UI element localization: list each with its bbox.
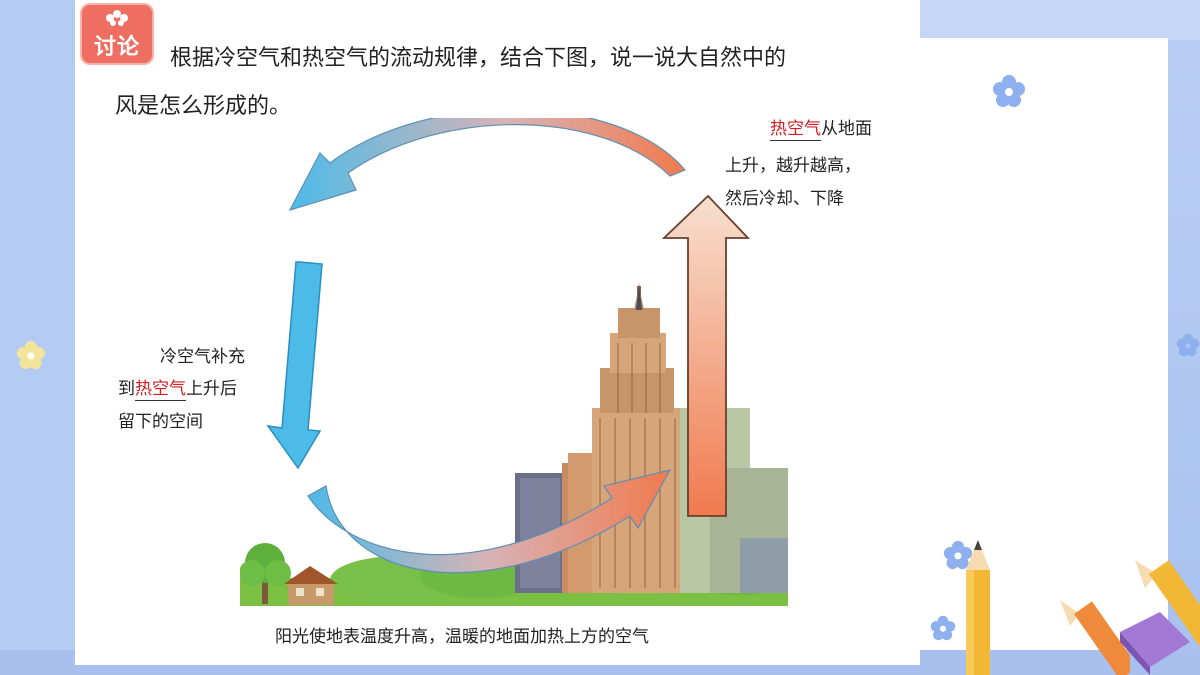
hot-air-up-arrow — [661, 194, 751, 517]
cold-air-down-arrow — [266, 261, 323, 470]
tree — [240, 543, 291, 604]
right-label-line-1-rest: 从地面 — [821, 119, 872, 139]
left-label-line-2-rest: 上升后 — [186, 379, 237, 399]
flower-icon — [1176, 333, 1200, 357]
left-label-line-2: 到热空气上升后 — [118, 374, 237, 401]
eraser-icon — [1120, 612, 1190, 675]
pencil-icon — [966, 540, 990, 675]
pencil-icon — [1060, 600, 1130, 675]
bottom-curved-arrow — [307, 469, 672, 574]
hot-air-highlight: 热空气 — [770, 119, 821, 141]
diagram-caption: 阳光使地表温度升高，温暖的地面加热上方的空气 — [275, 627, 649, 647]
house — [284, 566, 338, 605]
left-decor-strip — [0, 0, 75, 675]
right-label-line-3: 然后冷却、下降 — [725, 189, 844, 209]
flower-icon — [106, 10, 128, 26]
right-label-line-2: 上升，越升越高， — [725, 156, 861, 176]
discussion-badge: 讨论 — [80, 3, 154, 65]
right-label-line-1: 热空气从地面 — [770, 114, 872, 141]
flower-icon — [943, 540, 973, 570]
question-line-1: 根据冷空气和热空气的流动规律，结合下图，说一说大自然中的 — [170, 46, 787, 71]
question-line-2: 风是怎么形成的。 — [115, 94, 292, 119]
left-label-line-3: 留下的空间 — [118, 412, 203, 432]
badge-label: 讨论 — [93, 35, 140, 60]
flower-icon — [930, 615, 956, 641]
right-top-decor — [920, 0, 1200, 40]
left-label-line-1: 冷空气补充 — [160, 347, 245, 367]
pencil-icon — [1135, 560, 1200, 648]
flower-icon — [16, 340, 46, 370]
convection-diagram — [240, 118, 788, 606]
top-curved-arrow — [288, 118, 686, 211]
hot-air-highlight: 热空气 — [135, 379, 186, 401]
left-label-line-2-prefix: 到 — [118, 379, 135, 399]
flower-icon — [993, 75, 1025, 107]
